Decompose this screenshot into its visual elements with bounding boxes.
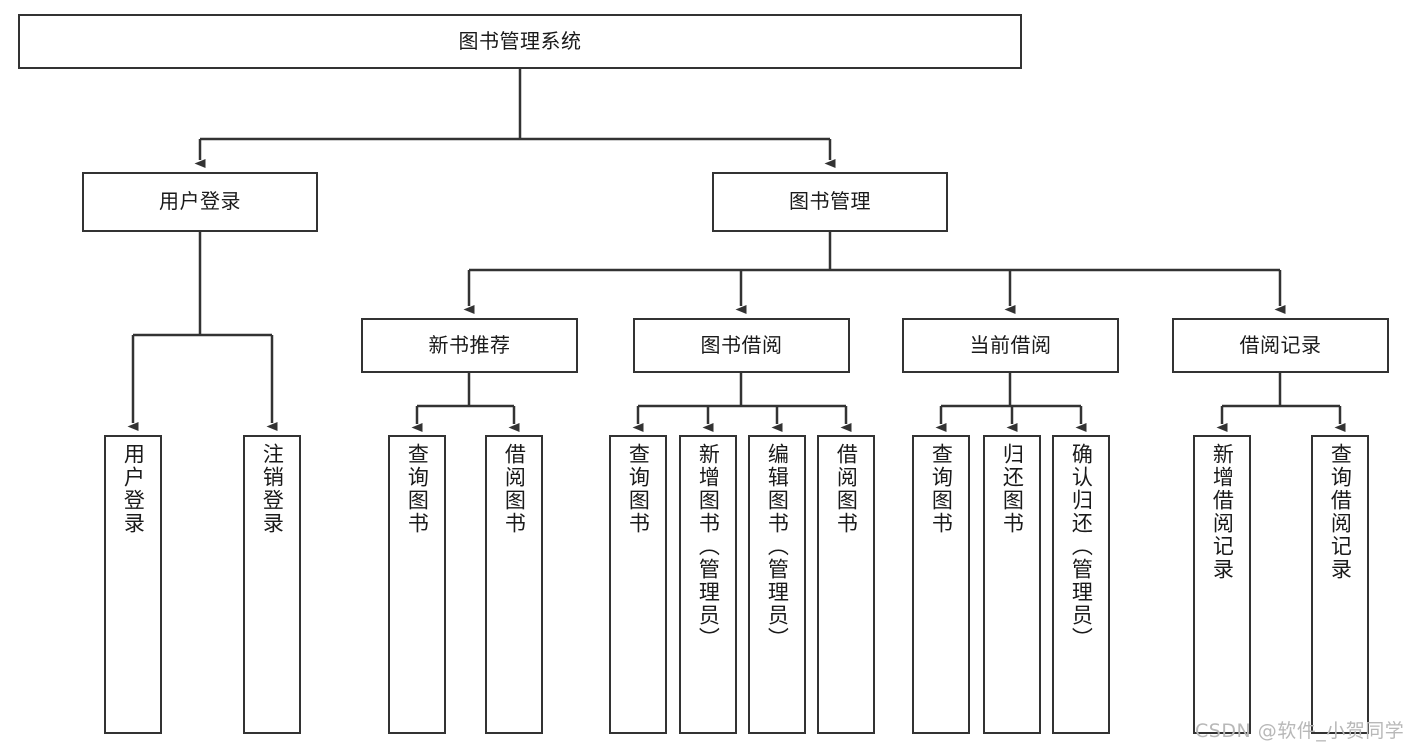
node-new-book-recommend[interactable]: 新书推荐 [361, 318, 578, 373]
node-book-manage[interactable]: 图书管理 [712, 172, 948, 232]
node-leaf-borrow-book-2-label: 借阅图书 [834, 443, 859, 535]
node-borrow-record-label: 借阅记录 [1239, 332, 1322, 357]
node-leaf-confirm-return-label: 确认归还（管理员） [1069, 443, 1094, 650]
node-leaf-add-record-label: 新增借阅记录 [1210, 443, 1235, 581]
node-leaf-query-book-2-label: 查询图书 [626, 443, 651, 535]
node-leaf-return-book[interactable]: 归还图书 [983, 435, 1041, 734]
node-leaf-query-record[interactable]: 查询借阅记录 [1311, 435, 1369, 734]
node-leaf-return-book-label: 归还图书 [1000, 443, 1025, 535]
node-new-book-recommend-label: 新书推荐 [428, 332, 511, 357]
node-leaf-edit-book-label: 编辑图书（管理员） [765, 443, 790, 650]
node-root[interactable]: 图书管理系统 [18, 14, 1022, 69]
node-current-borrow[interactable]: 当前借阅 [902, 318, 1119, 373]
node-current-borrow-label: 当前借阅 [969, 332, 1052, 357]
node-book-borrow[interactable]: 图书借阅 [633, 318, 850, 373]
node-leaf-confirm-return[interactable]: 确认归还（管理员） [1052, 435, 1110, 734]
node-leaf-edit-book[interactable]: 编辑图书（管理员） [748, 435, 806, 734]
node-borrow-record[interactable]: 借阅记录 [1172, 318, 1389, 373]
node-leaf-query-book-1-label: 查询图书 [405, 443, 430, 535]
node-leaf-add-book-label: 新增图书（管理员） [696, 443, 721, 650]
node-leaf-logout-label: 注销登录 [260, 443, 285, 535]
node-leaf-query-book-1[interactable]: 查询图书 [388, 435, 446, 734]
node-book-borrow-label: 图书借阅 [700, 332, 783, 357]
node-leaf-borrow-book-2[interactable]: 借阅图书 [817, 435, 875, 734]
node-root-label: 图书管理系统 [458, 28, 582, 53]
node-leaf-add-book[interactable]: 新增图书（管理员） [679, 435, 737, 734]
node-leaf-borrow-book-1[interactable]: 借阅图书 [485, 435, 543, 734]
node-leaf-add-record[interactable]: 新增借阅记录 [1193, 435, 1251, 734]
node-leaf-logout[interactable]: 注销登录 [243, 435, 301, 734]
node-leaf-query-book-3[interactable]: 查询图书 [912, 435, 970, 734]
node-leaf-borrow-book-1-label: 借阅图书 [502, 443, 527, 535]
node-leaf-user-login-label: 用户登录 [121, 443, 146, 535]
node-leaf-query-book-2[interactable]: 查询图书 [609, 435, 667, 734]
node-leaf-query-book-3-label: 查询图书 [929, 443, 954, 535]
node-user-login-label: 用户登录 [159, 189, 241, 214]
node-leaf-user-login[interactable]: 用户登录 [104, 435, 162, 734]
node-user-login[interactable]: 用户登录 [82, 172, 318, 232]
node-book-manage-label: 图书管理 [789, 189, 871, 214]
node-leaf-query-record-label: 查询借阅记录 [1328, 443, 1353, 581]
